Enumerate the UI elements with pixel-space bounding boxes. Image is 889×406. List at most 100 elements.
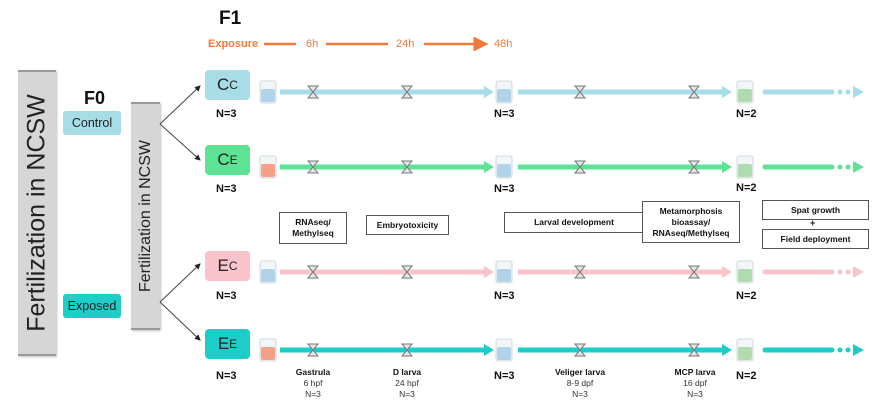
analysis-rnaseq-methylseq: RNAseq/ Methylseq (279, 212, 347, 244)
hourglass-icon (687, 343, 701, 357)
group-main-letter: E (217, 256, 229, 275)
beaker-end-liquid (738, 164, 752, 177)
branch-arrow-ec (159, 263, 201, 303)
lane-arrowhead-2 (722, 266, 732, 278)
stage-name: D larva (392, 367, 422, 377)
group-sub-letter: C (229, 78, 238, 92)
group-main-letter: C (217, 150, 230, 169)
stage-name: Gastrula (295, 367, 331, 377)
hourglass-icon (306, 160, 320, 174)
lane-arrowhead-1 (484, 266, 494, 278)
exposure-tick-6h: 6h (306, 38, 319, 50)
lane-dot (845, 269, 851, 275)
group-main-letter: E (217, 334, 230, 353)
n-end-ec: N=2 (736, 290, 757, 302)
hourglass-icon (573, 85, 587, 99)
exposure-tick-48h: 48h (494, 38, 513, 50)
stage-veliger-larva: Veliger larva 8-9 dpf N=3 (545, 367, 615, 400)
lane-arrowhead-1 (484, 344, 494, 356)
beaker-end-liquid (738, 89, 752, 102)
beaker-mid-liquid (497, 164, 511, 177)
analysis-larval-development: Larval development (504, 212, 644, 233)
hourglass-icon (400, 343, 414, 357)
f0-title: F0 (84, 88, 106, 108)
hourglass-icon (400, 85, 414, 99)
analysis-spat-growth: Spat growth (762, 200, 869, 220)
analysis-field-deployment: Field deployment (762, 229, 869, 249)
stage-n: N=3 (687, 389, 703, 399)
n-end-ee: N=2 (736, 370, 757, 382)
analysis-metamorphosis: Metamorphosis bioassay/ RNAseq/Methylseq (642, 201, 740, 243)
lane-arrowhead-3 (853, 344, 864, 356)
n-mid-ee: N=3 (494, 370, 515, 382)
stage-d-larva: D larva 24 hpf N=3 (372, 367, 442, 400)
analysis-plus: + (810, 218, 816, 228)
beaker-start-liquid (261, 89, 275, 102)
stage-time: 6 hpf (303, 378, 323, 388)
stage-n: N=3 (399, 389, 415, 399)
n-end-ce: N=2 (736, 182, 757, 194)
n-start-ec: N=3 (216, 290, 237, 302)
branch-arrow-ee (159, 301, 201, 341)
n-end-cc: N=2 (736, 108, 757, 120)
stage-name: Veliger larva (554, 367, 606, 377)
n-mid-ce: N=3 (494, 183, 515, 195)
hourglass-icon (573, 265, 587, 279)
group-sub-letter: C (228, 259, 238, 273)
hourglass-icon (687, 85, 701, 99)
stage-n: N=3 (305, 389, 321, 399)
lane-arrowhead-2 (722, 161, 732, 173)
exposure-label: Exposure (208, 38, 259, 50)
beaker-end-liquid (738, 347, 752, 360)
beaker-start-liquid (261, 347, 275, 360)
stage-time: 8-9 dpf (566, 378, 594, 388)
hourglass-icon (400, 160, 414, 174)
group-main-letter: C (217, 75, 230, 94)
group-sub-letter: E (229, 337, 238, 351)
hourglass-icon (306, 265, 320, 279)
beaker-mid-liquid (497, 89, 511, 102)
exposure-tick-24h: 24h (396, 38, 415, 50)
n-start-cc: N=3 (216, 108, 237, 120)
beaker-mid-liquid (497, 269, 511, 282)
lane-dot (845, 347, 851, 353)
hourglass-icon (306, 85, 320, 99)
lane-arrowhead-3 (853, 161, 864, 173)
lane-arrowhead-2 (722, 344, 732, 356)
stage-n: N=3 (572, 389, 588, 399)
lane-dot (845, 89, 851, 95)
hourglass-icon (306, 343, 320, 357)
lane-dot (837, 347, 843, 353)
f0-fertilization-bar: Fertilization in NCSW (18, 70, 56, 356)
f1-title: F1 (219, 8, 242, 29)
n-mid-ec: N=3 (494, 290, 515, 302)
n-start-ee: N=3 (216, 370, 237, 382)
lane-dot (845, 164, 851, 170)
f0-control-box: Control (63, 111, 121, 135)
hourglass-icon (687, 160, 701, 174)
analysis-embryotoxicity: Embryotoxicity (366, 215, 449, 235)
hourglass-icon (573, 160, 587, 174)
stage-gastrula: Gastrula 6 hpf N=3 (278, 367, 348, 400)
lane-arrowhead-1 (484, 86, 494, 98)
lane-arrowhead-1 (484, 161, 494, 173)
hourglass-icon (573, 343, 587, 357)
n-mid-cc: N=3 (494, 108, 515, 120)
hourglass-icon (687, 265, 701, 279)
lane-dot (837, 164, 843, 170)
group-sub-letter: E (229, 153, 238, 167)
beaker-end-liquid (738, 269, 752, 282)
beaker-start-liquid (261, 269, 275, 282)
beaker-mid-liquid (497, 347, 511, 360)
stage-name: MCP larva (674, 367, 716, 377)
f1-fertilization-bar: Fertilization in NCSW (131, 102, 160, 330)
lane-dot (837, 89, 843, 95)
n-start-ce: N=3 (216, 183, 237, 195)
lane-arrowhead-3 (853, 86, 864, 98)
lane-arrowhead-2 (722, 86, 732, 98)
lane-arrowhead-3 (853, 266, 864, 278)
branch-arrow-ce (159, 123, 201, 161)
